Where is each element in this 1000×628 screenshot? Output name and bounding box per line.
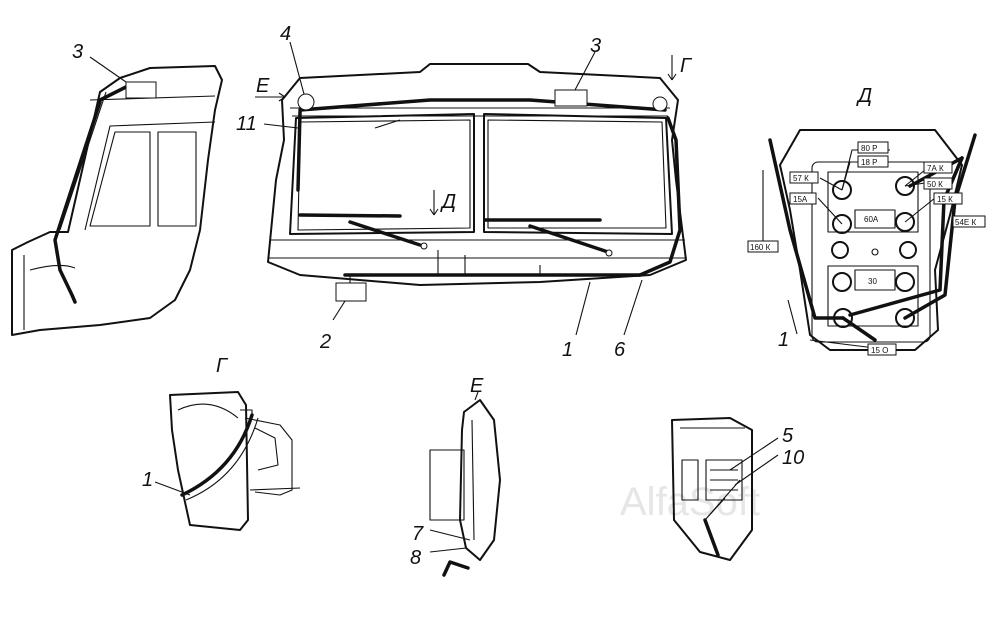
tag-30: 30 [868,277,877,286]
callout-11: 11 [236,113,257,135]
callout-7: 7 [412,523,424,545]
view-e-detail [429,391,501,577]
cab-side-view [11,65,223,336]
callout-5: 5 [782,425,794,447]
wire-tags: 80 Р 18 Р 57 К 7А К 50 К 15А 15 К 54Е К … [747,141,986,356]
tag-160k: 160 К [750,243,771,252]
callout-3-top: 3 [590,35,601,57]
callout-e-arrow: Е [256,75,270,97]
tag-15a: 15А [793,195,808,204]
tag-50k: 50 К [927,180,943,189]
cab-front-view [267,63,687,302]
callout-1-g: 1 [142,469,153,491]
callout-d-arrow: Д [440,191,456,213]
switch-panel-detail [671,417,753,561]
callout-1-panel: 1 [778,329,789,351]
tag-15k: 15 К [937,195,953,204]
callouts: 3 4 3 Е Г 11 Д 2 1 6 1 1 7 8 5 10 [72,23,804,569]
view-title-g: Г [216,355,229,377]
fuse-panel-view [762,129,977,351]
view-arrows [255,55,677,216]
callout-3-left: 3 [72,41,83,63]
callout-10: 10 [782,447,804,469]
tag-15o: 15 О [871,346,888,355]
tag-54ek: 54Е К [955,218,976,227]
view-titles: Д Г Е [216,85,872,397]
view-title-d: Д [856,85,872,107]
callout-4: 4 [280,23,291,45]
callout-1-main: 1 [562,339,573,361]
callout-6: 6 [614,339,626,361]
leader-lines [89,41,798,553]
callout-g-arrow: Г [680,55,693,77]
view-title-e: Е [470,375,484,397]
tag-18p: 18 Р [861,158,877,167]
tag-57k: 57 К [793,174,809,183]
tag-60a: 60А [864,215,879,224]
tag-7ak: 7А К [927,164,944,173]
callout-8: 8 [410,547,421,569]
callout-2: 2 [319,331,331,353]
tag-80p: 80 Р [861,144,877,153]
watermark: AlfaSoft [620,480,760,524]
view-g-detail [169,391,301,531]
